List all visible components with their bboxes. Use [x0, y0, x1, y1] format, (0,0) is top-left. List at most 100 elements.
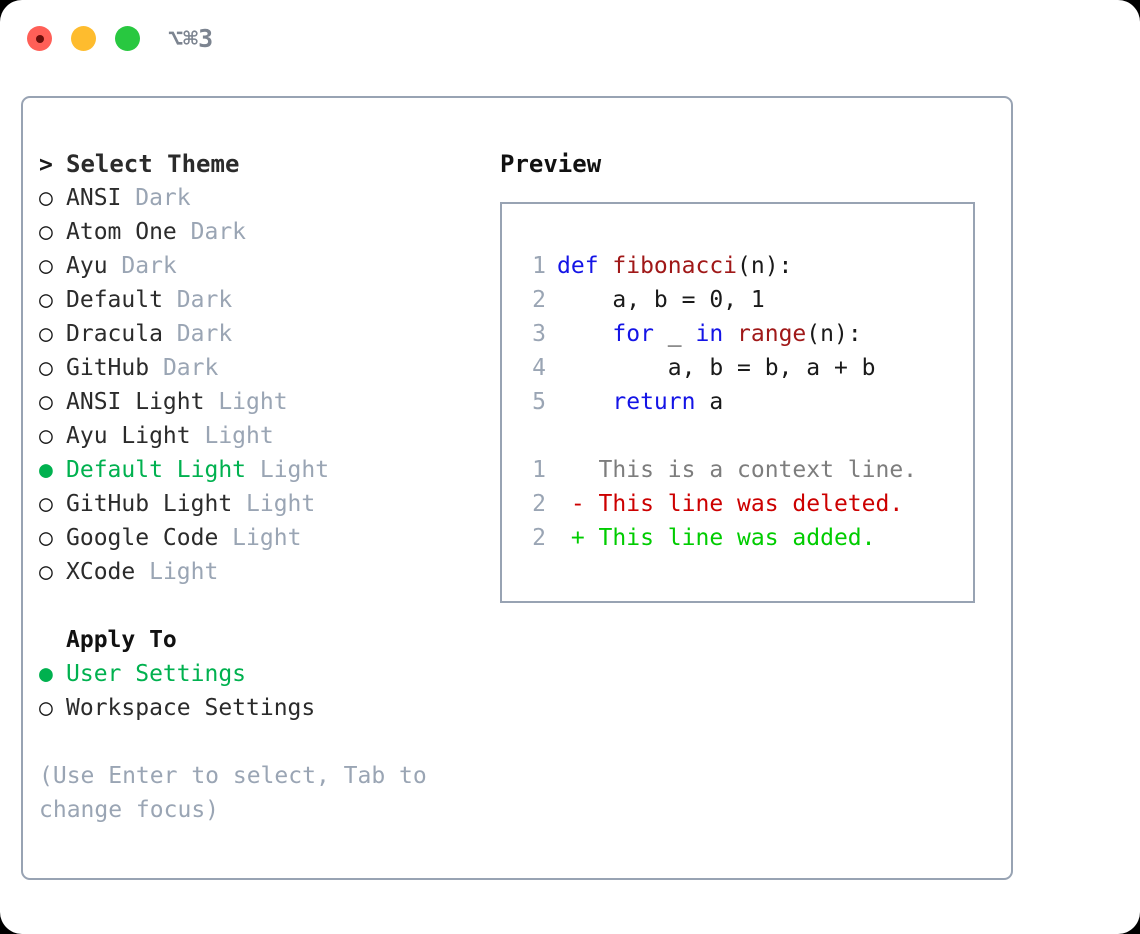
radio-unselected-icon: ○	[39, 525, 53, 551]
line-number: 1	[532, 457, 546, 483]
theme-option-label: GitHub Light	[66, 491, 233, 517]
code-token-fn: range	[737, 321, 807, 347]
apply-to-heading: ○ Apply To	[39, 623, 479, 657]
code-token-txt: a	[695, 389, 724, 415]
theme-option-variant: Dark	[107, 253, 177, 279]
theme-option-ansi[interactable]: ○ANSI Dark	[39, 181, 479, 215]
code-line: 1 def fibonacci(n):	[518, 249, 967, 283]
code-line: 5 return a	[518, 385, 967, 419]
code-token-kw: return	[612, 389, 696, 415]
radio-unselected-icon: ○	[39, 423, 53, 449]
line-number: 2	[532, 491, 546, 517]
maximize-window-button[interactable]	[115, 26, 140, 51]
theme-option-label: Atom One	[66, 219, 177, 245]
radio-unselected-icon: ○	[39, 253, 53, 279]
theme-option-ayu[interactable]: ○ Ayu Dark	[39, 249, 479, 283]
theme-option-variant: Light	[190, 423, 274, 449]
theme-list-column: > Select Theme ○ANSI Dark○Atom One Dark○…	[39, 147, 479, 827]
diff-line: 1 This is a context line.	[518, 453, 967, 487]
theme-option-github-light[interactable]: ○ GitHub Light Light	[39, 487, 479, 521]
radio-selected-icon: ●	[39, 457, 53, 483]
theme-option-variant: Dark	[121, 185, 191, 211]
theme-option-label: Google Code	[66, 525, 219, 551]
radio-unselected-icon: ○	[39, 559, 53, 585]
radio-unselected-icon: ○	[39, 491, 53, 517]
radio-unselected-icon: ○	[39, 695, 53, 721]
line-number: 2	[532, 525, 546, 551]
select-theme-heading: > Select Theme	[39, 147, 479, 181]
window-title: ⌥⌘3	[168, 24, 214, 53]
code-token-txt	[557, 385, 612, 419]
code-token-add: + This line was added.	[557, 525, 876, 551]
theme-option-xcode[interactable]: ○XCode Light	[39, 555, 479, 589]
theme-option-dracula[interactable]: ○Dracula Dark	[39, 317, 479, 351]
title-bar: ⌥⌘3	[0, 0, 1140, 76]
theme-option-variant: Light	[218, 525, 302, 551]
code-token-kw: for	[612, 321, 654, 347]
theme-option-ayu-light[interactable]: ○ Ayu Light Light	[39, 419, 479, 453]
theme-option-variant: Light	[246, 457, 330, 483]
radio-unselected-icon: ○	[39, 355, 53, 381]
theme-option-default-light[interactable]: ● Default Light Light	[39, 453, 479, 487]
radio-unselected-icon: ○	[39, 185, 53, 211]
code-token-txt: _	[653, 321, 696, 347]
code-line: 4 a, b = b, a + b	[518, 351, 967, 385]
prompt-caret-icon: >	[39, 152, 53, 178]
line-number: 3	[532, 321, 546, 347]
line-number: 1	[532, 253, 546, 279]
line-number: 2	[532, 287, 546, 313]
theme-option-list: ○ANSI Dark○Atom One Dark○Ayu Dark○Defaul…	[39, 181, 479, 589]
diff-sample: 1 This is a context line.2 - This line w…	[518, 453, 967, 555]
code-token-kw: def	[557, 253, 613, 279]
code-token-ctx: This is a context line.	[557, 457, 918, 483]
code-token-txt: a, b = 0, 1	[557, 287, 765, 313]
theme-option-variant: Light	[232, 491, 316, 517]
code-token-txt: (n):	[806, 321, 862, 347]
code-token-del: - This line was deleted.	[557, 491, 904, 517]
apply-to-option-label: Workspace Settings	[66, 695, 316, 721]
traffic-lights	[27, 26, 140, 51]
theme-option-variant: Dark	[176, 219, 247, 245]
close-window-button[interactable]	[27, 26, 52, 51]
code-token-txt: a, b = b, a + b	[557, 355, 876, 381]
theme-option-variant: Dark	[149, 355, 219, 381]
code-line: 3 for _ in range(n):	[518, 317, 967, 351]
theme-option-variant: Light	[135, 559, 219, 585]
diff-line: 2 - This line was deleted.	[518, 487, 967, 521]
select-theme-heading-label: Select Theme	[66, 150, 240, 178]
theme-option-label: Ayu	[66, 253, 108, 279]
theme-option-ansi-light[interactable]: ○ ANSI Light Light	[39, 385, 479, 419]
code-line: 2 a, b = 0, 1	[518, 283, 967, 317]
radio-unselected-icon: ○	[39, 287, 53, 313]
minimize-window-button[interactable]	[71, 26, 96, 51]
keyboard-hint: (Use Enter to select, Tab to change focu…	[39, 763, 441, 823]
radio-unselected-icon: ○	[39, 219, 53, 245]
theme-option-variant: Light	[204, 389, 288, 415]
theme-option-variant: Dark	[162, 287, 233, 313]
theme-option-variant: Dark	[162, 321, 233, 347]
apply-to-option-user-settings[interactable]: ●User Settings	[39, 657, 479, 691]
theme-option-default[interactable]: ○Default Dark	[39, 283, 479, 317]
code-token-kw: in	[695, 321, 724, 347]
theme-option-google-code[interactable]: ○ Google Code Light	[39, 521, 479, 555]
theme-option-label: Ayu Light	[66, 423, 191, 449]
diff-line: 2 + This line was added.	[518, 521, 967, 555]
line-number: 4	[532, 355, 546, 381]
theme-option-github[interactable]: ○GitHub Dark	[39, 351, 479, 385]
code-token-fn: fibonacci	[612, 253, 738, 279]
theme-option-label: Dracula	[66, 321, 163, 347]
theme-option-label: Default Light	[66, 457, 247, 483]
code-token-txt	[723, 317, 737, 351]
code-token-txt	[557, 317, 612, 351]
theme-option-atom-one[interactable]: ○ Atom One Dark	[39, 215, 479, 249]
theme-option-label: ANSI Light	[66, 389, 205, 415]
radio-unselected-icon: ○	[39, 389, 53, 415]
code-token-txt: (n):	[737, 253, 793, 279]
apply-to-heading-label: Apply To	[66, 627, 177, 653]
apply-to-option-workspace-settings[interactable]: ○ Workspace Settings	[39, 691, 479, 725]
